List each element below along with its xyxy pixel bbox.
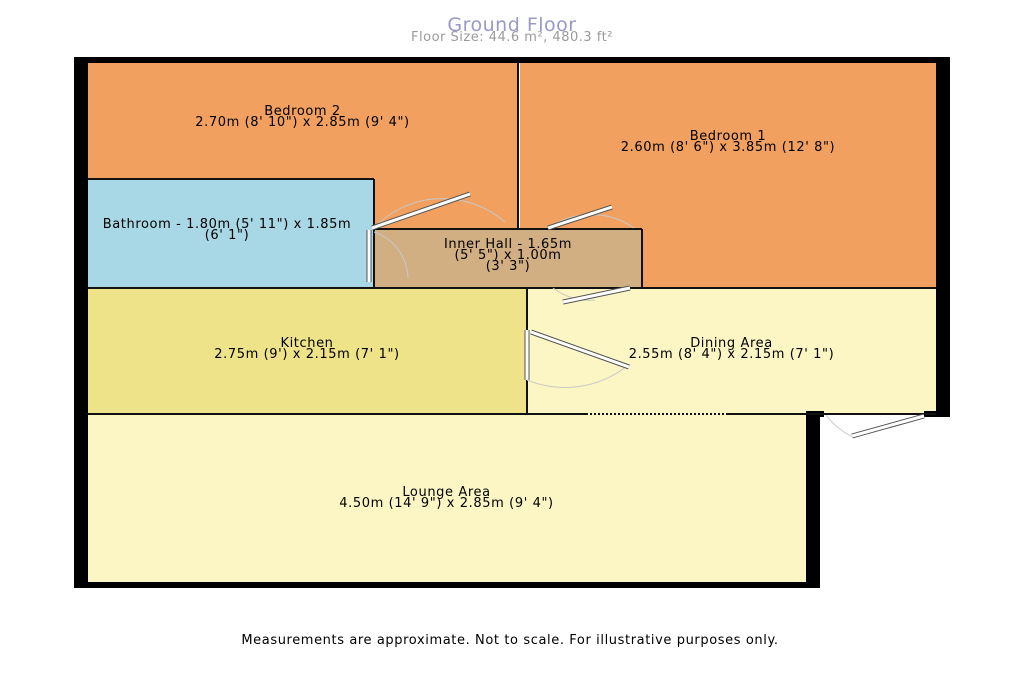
kitchen-dims: 2.75m (9') x 2.15m (7' 1"): [214, 347, 400, 362]
room-bathroom: [87, 180, 373, 288]
bedroom2-dims: 2.70m (8' 10") x 2.85m (9' 4"): [195, 115, 410, 130]
dining-dims: 2.55m (8' 4") x 2.15m (7' 1"): [628, 347, 835, 362]
bathroom-label: Bathroom - 1.80m (5' 11") x 1.85m (6' 1"…: [102, 217, 352, 243]
dining-label: Dining Area 2.55m (8' 4") x 2.15m (7' 1"…: [527, 336, 936, 362]
bedroom1-name: Bedroom 1: [689, 129, 767, 144]
kitchen-label: Kitchen 2.75m (9') x 2.15m (7' 1"): [87, 336, 527, 362]
floor-size: Floor Size: 44.6 m², 480.3 ft²: [411, 30, 613, 45]
disclaimer: Measurements are approximate. Not to sca…: [241, 633, 779, 648]
door-bathroom: [366, 230, 409, 282]
bedroom1-label: Bedroom 1 2.60m (8' 6") x 3.85m (12' 8"): [520, 129, 936, 155]
inner-hall-dims-2: (3' 3"): [485, 259, 531, 274]
lounge-name: Lounge Area: [402, 485, 491, 500]
door-entrance: [825, 413, 925, 439]
inner-hall-label: Inner Hall - 1.65m (5' 5") x 1.00m (3' 3…: [376, 237, 640, 274]
door-bedroom2: [371, 191, 506, 231]
floor-title: Ground Floor: [447, 14, 577, 36]
interior-walls: [87, 62, 936, 415]
exterior-walls: [74, 57, 950, 588]
bedroom2-label: Bedroom 2 2.70m (8' 10") x 2.85m (9' 4"): [87, 104, 518, 130]
lounge-label: Lounge Area 4.50m (14' 9") x 2.85m (9' 4…: [87, 485, 806, 511]
bedroom2-name: Bedroom 2: [264, 104, 341, 119]
room-dining: [527, 288, 936, 414]
room-inner-hall: [373, 229, 642, 288]
kitchen-name: Kitchen: [280, 336, 334, 351]
room-lounge: [87, 414, 806, 582]
bedroom1-dims: 2.60m (8' 6") x 3.85m (12' 8"): [620, 140, 836, 155]
inner-hall-dims-1: (5' 5") x 1.00m: [454, 248, 562, 263]
dining-name: Dining Area: [690, 336, 773, 351]
lounge-dims: 4.50m (14' 9") x 2.85m (9' 4"): [339, 496, 554, 511]
inner-hall-name: Inner Hall - 1.65m: [443, 237, 573, 252]
door-kitchen: [524, 329, 630, 388]
door-bedroom1: [547, 204, 635, 231]
door-dining: [552, 285, 631, 305]
room-kitchen: [87, 288, 527, 414]
